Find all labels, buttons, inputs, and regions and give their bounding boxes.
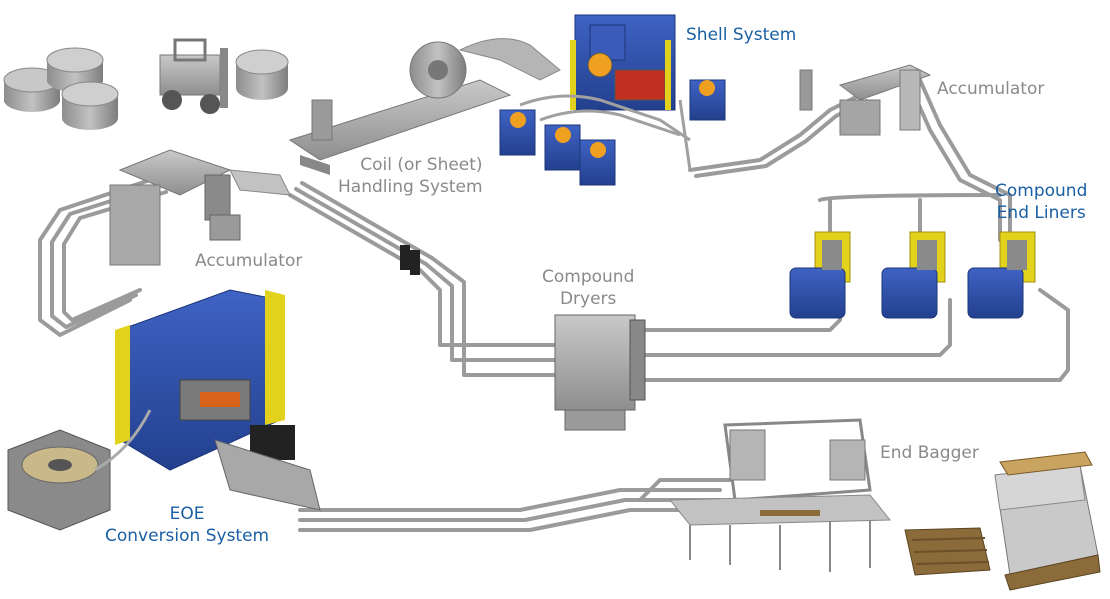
end-liner-2	[881, 231, 946, 319]
coil-stack-graphic	[3, 47, 119, 130]
end-bagger-text: End Bagger	[880, 443, 979, 463]
coil-handling-line1: Coil (or Sheet)	[360, 155, 483, 175]
end-bagger-graphic	[668, 418, 892, 572]
accumulator-top-label: Accumulator	[937, 78, 1044, 100]
compound-dryers-graphic	[554, 314, 646, 431]
accumulator-left-text: Accumulator	[195, 251, 303, 271]
eoe-conversion-system-graphic	[7, 289, 321, 531]
end-liner-1	[789, 231, 851, 319]
end-bagger-label: End Bagger	[880, 442, 979, 464]
coil-handling-line2: Handling System	[338, 177, 483, 197]
pallet-stack-graphic	[904, 451, 1101, 591]
coil-handling-system-label: Coil (or Sheet) Handling System	[338, 154, 483, 198]
compound-dryers-line2: Dryers	[559, 289, 617, 309]
eoe-conversion-system-label: EOE Conversion System	[105, 503, 269, 547]
accumulator-left-graphic	[109, 149, 420, 275]
end-liner-3	[967, 231, 1036, 319]
accumulator-left-label: Accumulator	[195, 250, 302, 272]
shell-system-label: Shell System	[686, 24, 796, 46]
compound-end-liners-label: Compound End Liners	[995, 180, 1087, 224]
compound-dryers-label: Compound Dryers	[542, 266, 634, 310]
accumulator-top-graphic	[799, 64, 932, 136]
compound-end-liners-line1: Compound	[995, 181, 1088, 201]
forklift-graphic	[159, 38, 289, 114]
eoe-line1: EOE	[169, 504, 205, 524]
compound-end-liner-machines	[789, 231, 1036, 319]
coil-handling-system-graphic	[288, 38, 561, 175]
shell-system-text: Shell System	[686, 25, 797, 45]
accumulator-top-text: Accumulator	[937, 79, 1045, 99]
eoe-line2: Conversion System	[105, 526, 270, 546]
compound-end-liners-line2: End Liners	[996, 203, 1086, 223]
compound-dryers-line1: Compound	[542, 267, 635, 287]
shell-system-graphic	[499, 14, 726, 186]
